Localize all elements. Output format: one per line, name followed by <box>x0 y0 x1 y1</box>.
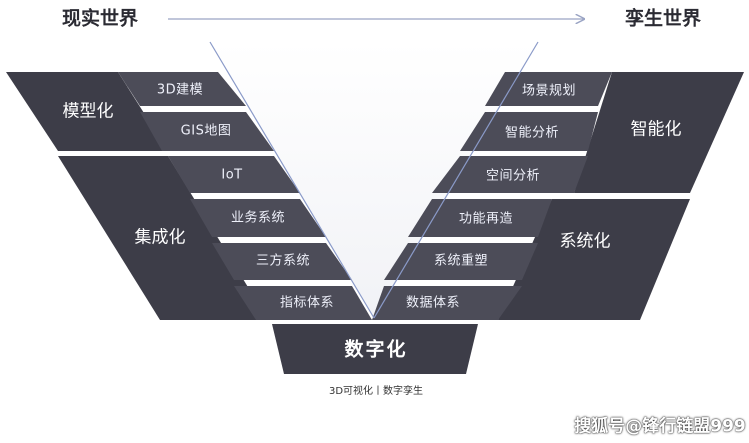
item-spatial-analysis: 空间分析 <box>485 168 541 184</box>
item-data-system: 数据体系 <box>405 295 461 311</box>
item-system-reshape: 系统重塑 <box>433 253 489 269</box>
right-panel-intelligence <box>574 72 744 193</box>
right-strip-spatial-analysis <box>432 156 588 193</box>
right-strip-data-system <box>372 286 522 320</box>
right-panel-systematization <box>498 199 690 320</box>
left-panel-integration <box>58 156 268 320</box>
item-scene-planning: 场景规划 <box>521 83 577 99</box>
item-3d-modeling: 3D建模 <box>156 82 204 98</box>
item-iot: IoT <box>221 167 243 183</box>
right-strip-scene-planning <box>485 72 612 106</box>
left-strip-indicator-system <box>234 286 372 320</box>
label-modeling: 模型化 <box>62 101 114 122</box>
right-strip-intelligent-analysis <box>460 112 598 151</box>
label-digitalization: 数字化 <box>344 338 408 361</box>
item-gis-map: GIS地图 <box>180 123 232 139</box>
item-business-system: 业务系统 <box>230 210 286 226</box>
left-strip-gis-map <box>140 112 274 151</box>
v-backdrop <box>210 42 538 318</box>
item-indicator-system: 指标体系 <box>279 295 335 311</box>
left-strip-3d-modeling <box>118 72 246 106</box>
left-strip-business-system <box>190 199 326 237</box>
left-strip-iot <box>168 156 300 193</box>
bottom-bar-digitalization <box>272 324 478 374</box>
right-strip-function-rebuild <box>408 199 552 237</box>
item-intelligent-analysis: 智能分析 <box>504 125 560 141</box>
v-accent-right <box>373 41 539 319</box>
label-integration: 集成化 <box>134 227 186 248</box>
v-accent-left <box>209 41 375 319</box>
label-systematization: 系统化 <box>559 231 611 252</box>
right-strip-system-reshape <box>384 243 538 280</box>
watermark: 搜狐号@锋行链盟999 <box>574 416 746 437</box>
left-panel-modeling <box>6 72 168 151</box>
caption-3d-visualization: 3D可视化丨数字孪生 <box>328 386 424 397</box>
label-intelligence: 智能化 <box>630 119 682 140</box>
item-function-rebuild: 功能再造 <box>458 211 514 227</box>
header-twin-world: 孪生世界 <box>624 7 702 30</box>
item-third-party-system: 三方系统 <box>255 253 311 269</box>
header-real-world: 现实世界 <box>61 7 139 30</box>
left-strip-third-party-system <box>212 243 352 280</box>
